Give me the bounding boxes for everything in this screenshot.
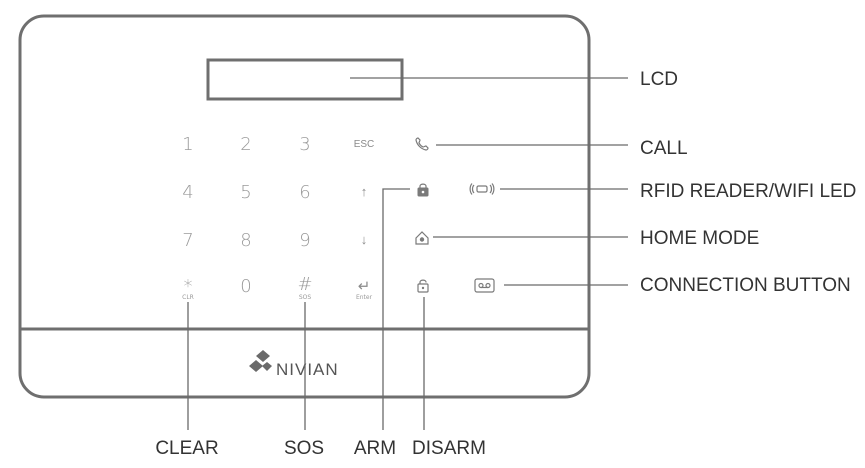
key-4[interactable]: 4 (182, 182, 193, 203)
key-6[interactable]: 6 (299, 182, 310, 203)
connection-button-icon[interactable] (474, 278, 495, 293)
enter-key-sublabel: Enter (356, 294, 373, 301)
key-5[interactable]: 5 (240, 182, 251, 203)
label-disarm: DISARM (412, 438, 486, 459)
leader-arm (382, 188, 410, 430)
key-8[interactable]: 8 (240, 230, 251, 251)
label-arm: ARM (354, 438, 396, 459)
lcd-screen (206, 58, 404, 101)
key-7[interactable]: 7 (182, 230, 193, 251)
key-hash-sublabel: SOS (299, 294, 312, 301)
down-arrow-key[interactable]: ↓ (361, 232, 368, 247)
label-home-mode: HOME MODE (640, 228, 759, 249)
enter-key[interactable]: ↵ (358, 278, 371, 295)
leader-lines (187, 77, 628, 430)
nivian-logo: NIVIAN (249, 350, 339, 379)
key-star-sublabel: CLR (182, 294, 194, 301)
key-hash[interactable]: # (297, 274, 312, 295)
brand-name: NIVIAN (276, 360, 339, 379)
label-connection: CONNECTION BUTTON (640, 275, 851, 296)
key-2[interactable]: 2 (240, 134, 251, 155)
keypad: 1 2 3 4 5 6 7 8 9 * CLR 0 # SOS ESC ↑ ↓ … (182, 134, 374, 301)
rfid-wifi-led-icon (469, 183, 495, 195)
label-sos: SOS (284, 438, 324, 459)
label-lcd: LCD (640, 69, 678, 90)
padlock-locked-icon[interactable] (417, 183, 429, 197)
phone-icon[interactable] (415, 137, 429, 151)
home-mode-icon[interactable] (415, 231, 429, 245)
esc-key[interactable]: ESC (354, 139, 375, 150)
key-3[interactable]: 3 (299, 134, 310, 155)
label-rfid: RFID READER/WIFI LED (640, 181, 856, 202)
label-clear: CLEAR (155, 438, 218, 459)
key-0[interactable]: 0 (240, 276, 251, 297)
key-1[interactable]: 1 (182, 134, 193, 155)
label-call: CALL (640, 138, 688, 159)
up-arrow-key[interactable]: ↑ (361, 184, 368, 199)
key-star[interactable]: * (184, 276, 193, 297)
padlock-open-icon[interactable] (417, 279, 429, 293)
key-9[interactable]: 9 (299, 230, 310, 251)
